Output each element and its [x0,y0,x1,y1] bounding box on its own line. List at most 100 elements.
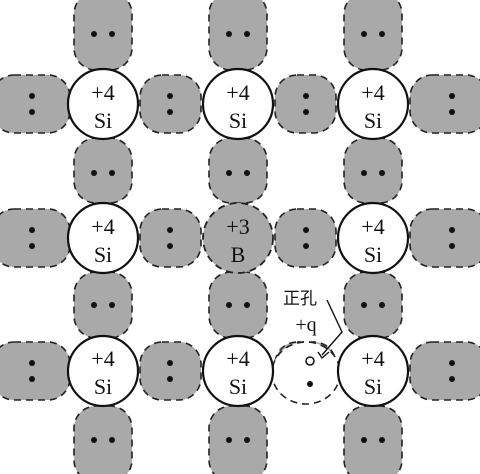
electron-h-r3-2b [167,376,173,382]
bond-v-c2-1 [208,0,268,71]
atom-symbol-r3c2: Si [229,374,247,399]
atom-charge-r2c3: +4 [361,214,384,239]
bond-h-r3-4 [409,341,480,401]
atom-si-r1c2: +4 Si [226,80,249,133]
hole-marker [305,356,315,366]
electron-h-r3-4a [449,360,455,366]
atom-si-r3c1: +4 Si [91,346,114,399]
bond-v-c3-1 [343,0,403,71]
electron-h-r3-2a [167,360,173,366]
atom-charge-r1c1: +4 [91,80,114,105]
electron-h-r1-3b [303,109,309,115]
electron-h-r2-3b [303,243,309,249]
bond-h-r1-2 [139,74,202,134]
electron-h-r2-4b [449,243,455,249]
hole-annotation: 正孔 +q [283,289,343,366]
electron-h-r2-3a [303,227,309,233]
electron-v-c2-1b [244,31,250,37]
bond-v-c2-3 [208,271,268,339]
electron-v-c2-3a [226,302,232,308]
electron-v-c1-4a [91,437,97,443]
electron-v-c3-4a [361,437,367,443]
electron-h-r2-2b [167,243,173,249]
electron-h-r1-2a [167,93,173,99]
atom-symbol-r2c2: B [231,242,246,267]
electron-v-c1-1a [91,31,97,37]
bond-v-c1-4 [73,405,133,474]
electron-v-c2-3b [244,302,250,308]
electron-v-c1-1b [109,31,115,37]
bond-v-c2-4 [208,405,268,474]
atom-charge-r2c2: +3 [226,214,249,239]
atom-symbol-r3c1: Si [94,374,112,399]
electrons-layer [29,31,455,443]
electron-h-r2-2a [167,227,173,233]
atoms-layer [66,67,410,408]
atom-si-r3c2: +4 Si [226,346,249,399]
atom-charge-r1c3: +4 [361,80,384,105]
electron-h-r3-1a [29,360,35,366]
atom-si-r3c3: +4 Si [361,346,384,399]
electron-h-r1-4a [449,93,455,99]
atom-si-r2c3: +4 Si [361,214,384,267]
bond-v-c3-2 [343,137,403,204]
bond-v-c1-3 [73,271,133,339]
atom-si-circle-r3c2 [201,334,275,408]
electron-v-c3-3b [379,302,385,308]
electron-v-c3-4b [379,437,385,443]
atom-charge-r3c3: +4 [361,346,384,371]
electron-v-c1-3a [91,302,97,308]
atom-si-r2c1: +4 Si [91,214,114,267]
bond-v-c3-4 [343,405,403,474]
electron-h-r1-1b [29,109,35,115]
electron-v-c2-4b [244,437,250,443]
electron-v-c2-2b [244,170,250,176]
electron-h-r3-1b [29,376,35,382]
atom-charge-r3c1: +4 [91,346,114,371]
atom-symbol-r1c3: Si [364,108,382,133]
atom-symbol-r1c1: Si [94,108,112,133]
atom-si-circle-r1c3 [336,67,410,141]
atom-symbol-r3c3: Si [364,374,382,399]
bond-h-r2-3 [274,208,337,268]
electron-v-c2-1a [226,31,232,37]
electron-v-c1-2b [109,170,115,176]
atom-b-r2c2: +3 B [226,214,249,267]
electron-h-r1-1a [29,93,35,99]
bond-h-r1-1 [0,74,71,134]
missing-bond [271,341,341,405]
atom-charge-r3c2: +4 [226,346,249,371]
bond-h-r1-4 [409,74,480,134]
electron-v-c2-2a [226,170,232,176]
atom-si-circle-r2c1 [66,201,140,275]
atom-symbol-r2c3: Si [364,242,382,267]
bond-h-r1-3 [274,74,337,134]
electron-v-c1-2a [91,170,97,176]
electron-lone [307,381,313,387]
atom-symbol-r2c1: Si [94,242,112,267]
electron-h-r1-4b [449,109,455,115]
electron-h-r1-3a [303,93,309,99]
electron-h-r2-1b [29,243,35,249]
bond-h-r3-1 [0,341,71,401]
atom-charge-r1c2: +4 [226,80,249,105]
hole-arrow-head [317,351,330,360]
electron-h-r2-4a [449,227,455,233]
electron-v-c1-3b [109,302,115,308]
hole-arrow [321,299,343,356]
atom-charge-r2c1: +4 [91,214,114,239]
electron-v-c2-4a [226,437,232,443]
bond-v-c1-1 [73,0,133,71]
electron-h-r3-4b [449,376,455,382]
bond-h-r3-2 [139,341,202,401]
electron-v-c3-2a [361,170,367,176]
electron-h-r1-2b [167,109,173,115]
bond-v-c2-2 [208,137,268,204]
atom-b-circle-r2c2 [202,202,274,274]
hole-label: 正孔 [283,289,317,309]
electron-h-r2-1a [29,227,35,233]
electron-v-c3-3a [361,302,367,308]
